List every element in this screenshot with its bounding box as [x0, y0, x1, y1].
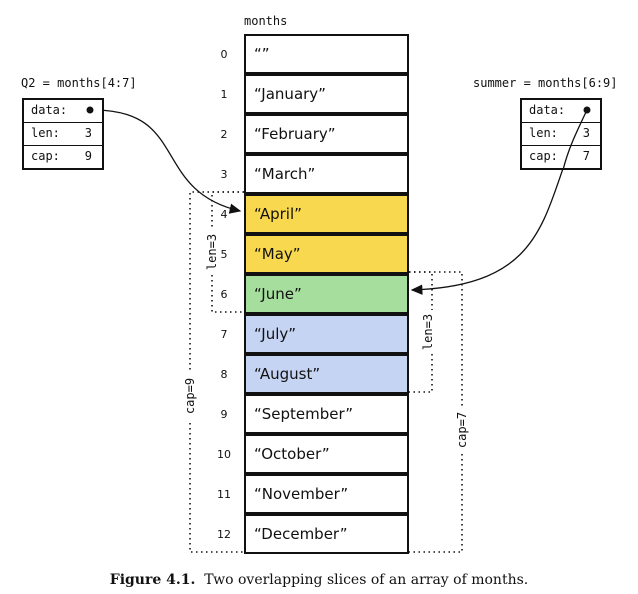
summer-cap-row: cap: 7: [522, 146, 600, 169]
array-cell: “February”: [244, 114, 409, 154]
array-index: 2: [220, 127, 228, 141]
summer-len-row: len: 3: [522, 123, 600, 146]
q2-slice-header: data: len: 3 cap: 9: [22, 98, 104, 170]
array-cell: “May”: [244, 234, 409, 274]
q2-cap-field: cap:: [31, 149, 60, 163]
array-index: 4: [220, 207, 228, 221]
array-name: months: [244, 14, 288, 28]
array-cell: “January”: [244, 74, 409, 114]
array-cell: “March”: [244, 154, 409, 194]
summer-data-row: data:: [522, 100, 600, 123]
q2-cap-row: cap: 9: [24, 146, 102, 169]
array-cell: “October”: [244, 434, 409, 474]
q2-data-pointer-arrow: [89, 109, 242, 214]
array-cell-value: “October”: [254, 445, 330, 463]
q2-len-field: len:: [31, 126, 60, 140]
array-cell: “”: [244, 34, 409, 74]
array-index: 12: [217, 527, 231, 541]
array-cell: “July”: [244, 314, 409, 354]
summer-data-field: data:: [529, 103, 566, 117]
array-cell-value: “September”: [254, 405, 354, 423]
summer-cap-bracket: [409, 271, 463, 553]
array-cell-value: “March”: [254, 165, 316, 183]
array-index: 0: [220, 47, 228, 61]
array-cell-value: “July”: [254, 325, 297, 343]
array-cell: “August”: [244, 354, 409, 394]
caption-text: Two overlapping slices of an array of mo…: [204, 572, 529, 588]
array-index: 11: [217, 487, 231, 501]
summer-slice-header: data: len: 3 cap: 7: [520, 98, 602, 170]
array-cell: “November”: [244, 474, 409, 514]
q2-len-bracket: [211, 191, 244, 313]
caption-label: Figure 4.1.: [109, 572, 196, 588]
q2-len-value: 3: [84, 126, 92, 140]
array-cell: “April”: [244, 194, 409, 234]
summer-len-annotation: len=3: [421, 310, 435, 354]
summer-len-value: 3: [582, 126, 590, 140]
summer-cap-value: 7: [582, 149, 590, 163]
array-cell-value: “June”: [254, 285, 302, 303]
array-index: 10: [217, 447, 231, 461]
q2-cap-bracket: [189, 191, 244, 553]
summer-cap-field: cap:: [529, 149, 558, 163]
q2-len-annotation: len=3: [205, 230, 219, 274]
summer-len-field: len:: [529, 126, 558, 140]
q2-slice-label: Q2 = months[4:7]: [21, 76, 137, 90]
q2-cap-annotation: cap=9: [183, 372, 197, 420]
array-cell: “June”: [244, 274, 409, 314]
q2-data-row: data:: [24, 100, 102, 123]
q2-len-row: len: 3: [24, 123, 102, 146]
array-index: 1: [220, 87, 228, 101]
array-cell-value: “November”: [254, 485, 349, 503]
array-index: 6: [220, 287, 228, 301]
array-cell-value: “December”: [254, 525, 348, 543]
array-index: 8: [220, 367, 228, 381]
array-index: 5: [220, 247, 228, 261]
summer-slice-label: summer = months[6:9]: [473, 76, 618, 90]
array-cell-value: “May”: [254, 245, 301, 263]
array-cell-value: “April”: [254, 205, 302, 223]
array-cell: “December”: [244, 514, 409, 554]
array-cell-value: “”: [254, 45, 270, 63]
array-index: 7: [220, 327, 228, 341]
array-cell-value: “February”: [254, 125, 336, 143]
array-cell-value: “January”: [254, 85, 326, 103]
q2-data-field: data:: [31, 103, 68, 117]
q2-cap-value: 9: [84, 149, 92, 163]
array-cell: “September”: [244, 394, 409, 434]
array-index: 3: [220, 167, 228, 181]
array-cell-value: “August”: [254, 365, 321, 383]
array-index: 9: [220, 407, 228, 421]
summer-cap-annotation: cap=7: [455, 406, 469, 454]
figure-caption: Figure 4.1. Two overlapping slices of an…: [0, 572, 638, 588]
